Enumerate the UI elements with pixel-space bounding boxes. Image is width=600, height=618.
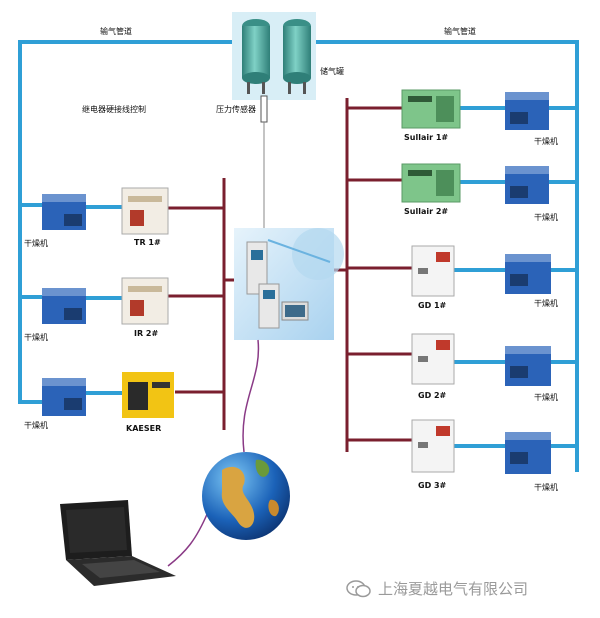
central-controller	[234, 228, 344, 340]
compressor-label: Sullair 1#	[404, 133, 448, 142]
dryer-left-2	[42, 288, 86, 324]
compressor-label: GD 2#	[418, 391, 447, 400]
compressor-gd2	[411, 333, 455, 385]
sensor-label: 压力传感器	[216, 104, 256, 114]
compressor-label: Sullair 2#	[404, 207, 448, 216]
dryer-left-3	[42, 378, 86, 416]
pressure-sensor	[260, 95, 268, 228]
compressor-label: GD 3#	[418, 481, 447, 490]
watermark-text: 上海夏越电气有限公司	[378, 580, 529, 598]
dryer-label: 干燥机	[534, 212, 558, 222]
watermark: 上海夏越电气有限公司	[346, 578, 528, 599]
pipe-label-right: 输气管道	[444, 26, 476, 36]
dryer-label: 干燥机	[24, 238, 48, 248]
globe-icon	[202, 452, 290, 540]
compressor-label: KAESER	[126, 424, 161, 433]
wechat-icon	[346, 579, 371, 597]
dryer-right-5	[505, 432, 551, 474]
compressor-label: IR 2#	[134, 329, 158, 338]
dryer-right-1	[505, 92, 549, 130]
dryer-label: 干燥机	[534, 298, 558, 308]
relay-control-label: 继电器硬接线控制	[82, 104, 146, 114]
compressor-label: TR 1#	[134, 238, 161, 247]
air-pipeline	[18, 40, 579, 472]
compressor-label: GD 1#	[418, 301, 447, 310]
compressor-kaeser	[122, 372, 174, 418]
dryer-left-1	[42, 194, 86, 230]
air-tank-2	[283, 19, 311, 94]
control-bus	[168, 98, 412, 452]
compressor-sullair1	[401, 89, 461, 129]
compressor-tr1	[121, 187, 169, 235]
dryer-label: 干燥机	[534, 482, 558, 492]
air-tank-group	[232, 12, 316, 100]
dryer-right-3	[505, 254, 551, 294]
compressor-sullair2	[401, 163, 461, 203]
dryer-label: 干燥机	[24, 332, 48, 342]
laptop-cable	[167, 511, 209, 567]
dryer-label: 干燥机	[534, 392, 558, 402]
dryer-label: 干燥机	[24, 420, 48, 430]
compressor-gd3	[411, 419, 455, 473]
dryer-right-2	[505, 166, 549, 204]
laptop-icon	[60, 500, 176, 586]
pipe-label-left: 输气管道	[100, 26, 132, 36]
tank-label: 储气罐	[320, 66, 344, 76]
compressor-ir2	[121, 277, 169, 325]
air-tank-1	[242, 19, 270, 94]
network-cable	[242, 339, 260, 453]
dryer-right-4	[505, 346, 551, 386]
compressor-gd1	[411, 245, 455, 297]
dryer-label: 干燥机	[534, 136, 558, 146]
